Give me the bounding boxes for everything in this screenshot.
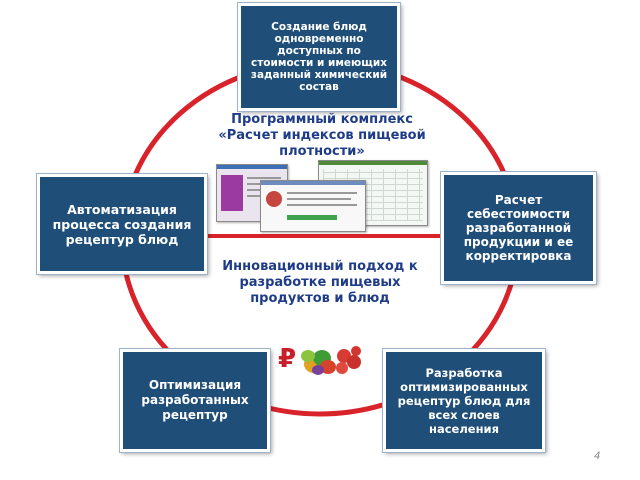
- program-screenshots-icon: [216, 160, 428, 232]
- box-cost-calculation-text: Расчет себестоимости разработанной проду…: [463, 193, 574, 263]
- box-optimization: Оптимизация разработанных рецептур: [119, 348, 271, 453]
- box-automation: Автоматизация процесса создания рецептур…: [36, 173, 208, 275]
- box-development: Разработка оптимизированных рецептур блю…: [382, 348, 546, 453]
- vegetables-icon: ₽: [278, 340, 368, 378]
- ruble-icon: ₽: [278, 344, 297, 374]
- box-dish-creation-text: Создание блюд одновременно доступных по …: [250, 21, 388, 93]
- box-cost-calculation: Расчет себестоимости разработанной проду…: [440, 171, 597, 285]
- box-optimization-text: Оптимизация разработанных рецептур: [141, 378, 249, 422]
- box-dish-creation: Создание блюд одновременно доступных по …: [237, 2, 401, 112]
- program-complex-text: Программный комплекс «Расчет индексов пи…: [218, 112, 426, 159]
- box-automation-text: Автоматизация процесса создания рецептур…: [52, 201, 192, 247]
- program-complex-label: Программный комплекс «Расчет индексов пи…: [205, 112, 439, 160]
- page-number: 4: [594, 450, 601, 462]
- innovation-text: Инновационный подход к разработке пищевы…: [222, 259, 418, 306]
- box-development-text: Разработка оптимизированных рецептур блю…: [397, 365, 531, 436]
- innovation-label: Инновационный подход к разработке пищевы…: [220, 259, 420, 307]
